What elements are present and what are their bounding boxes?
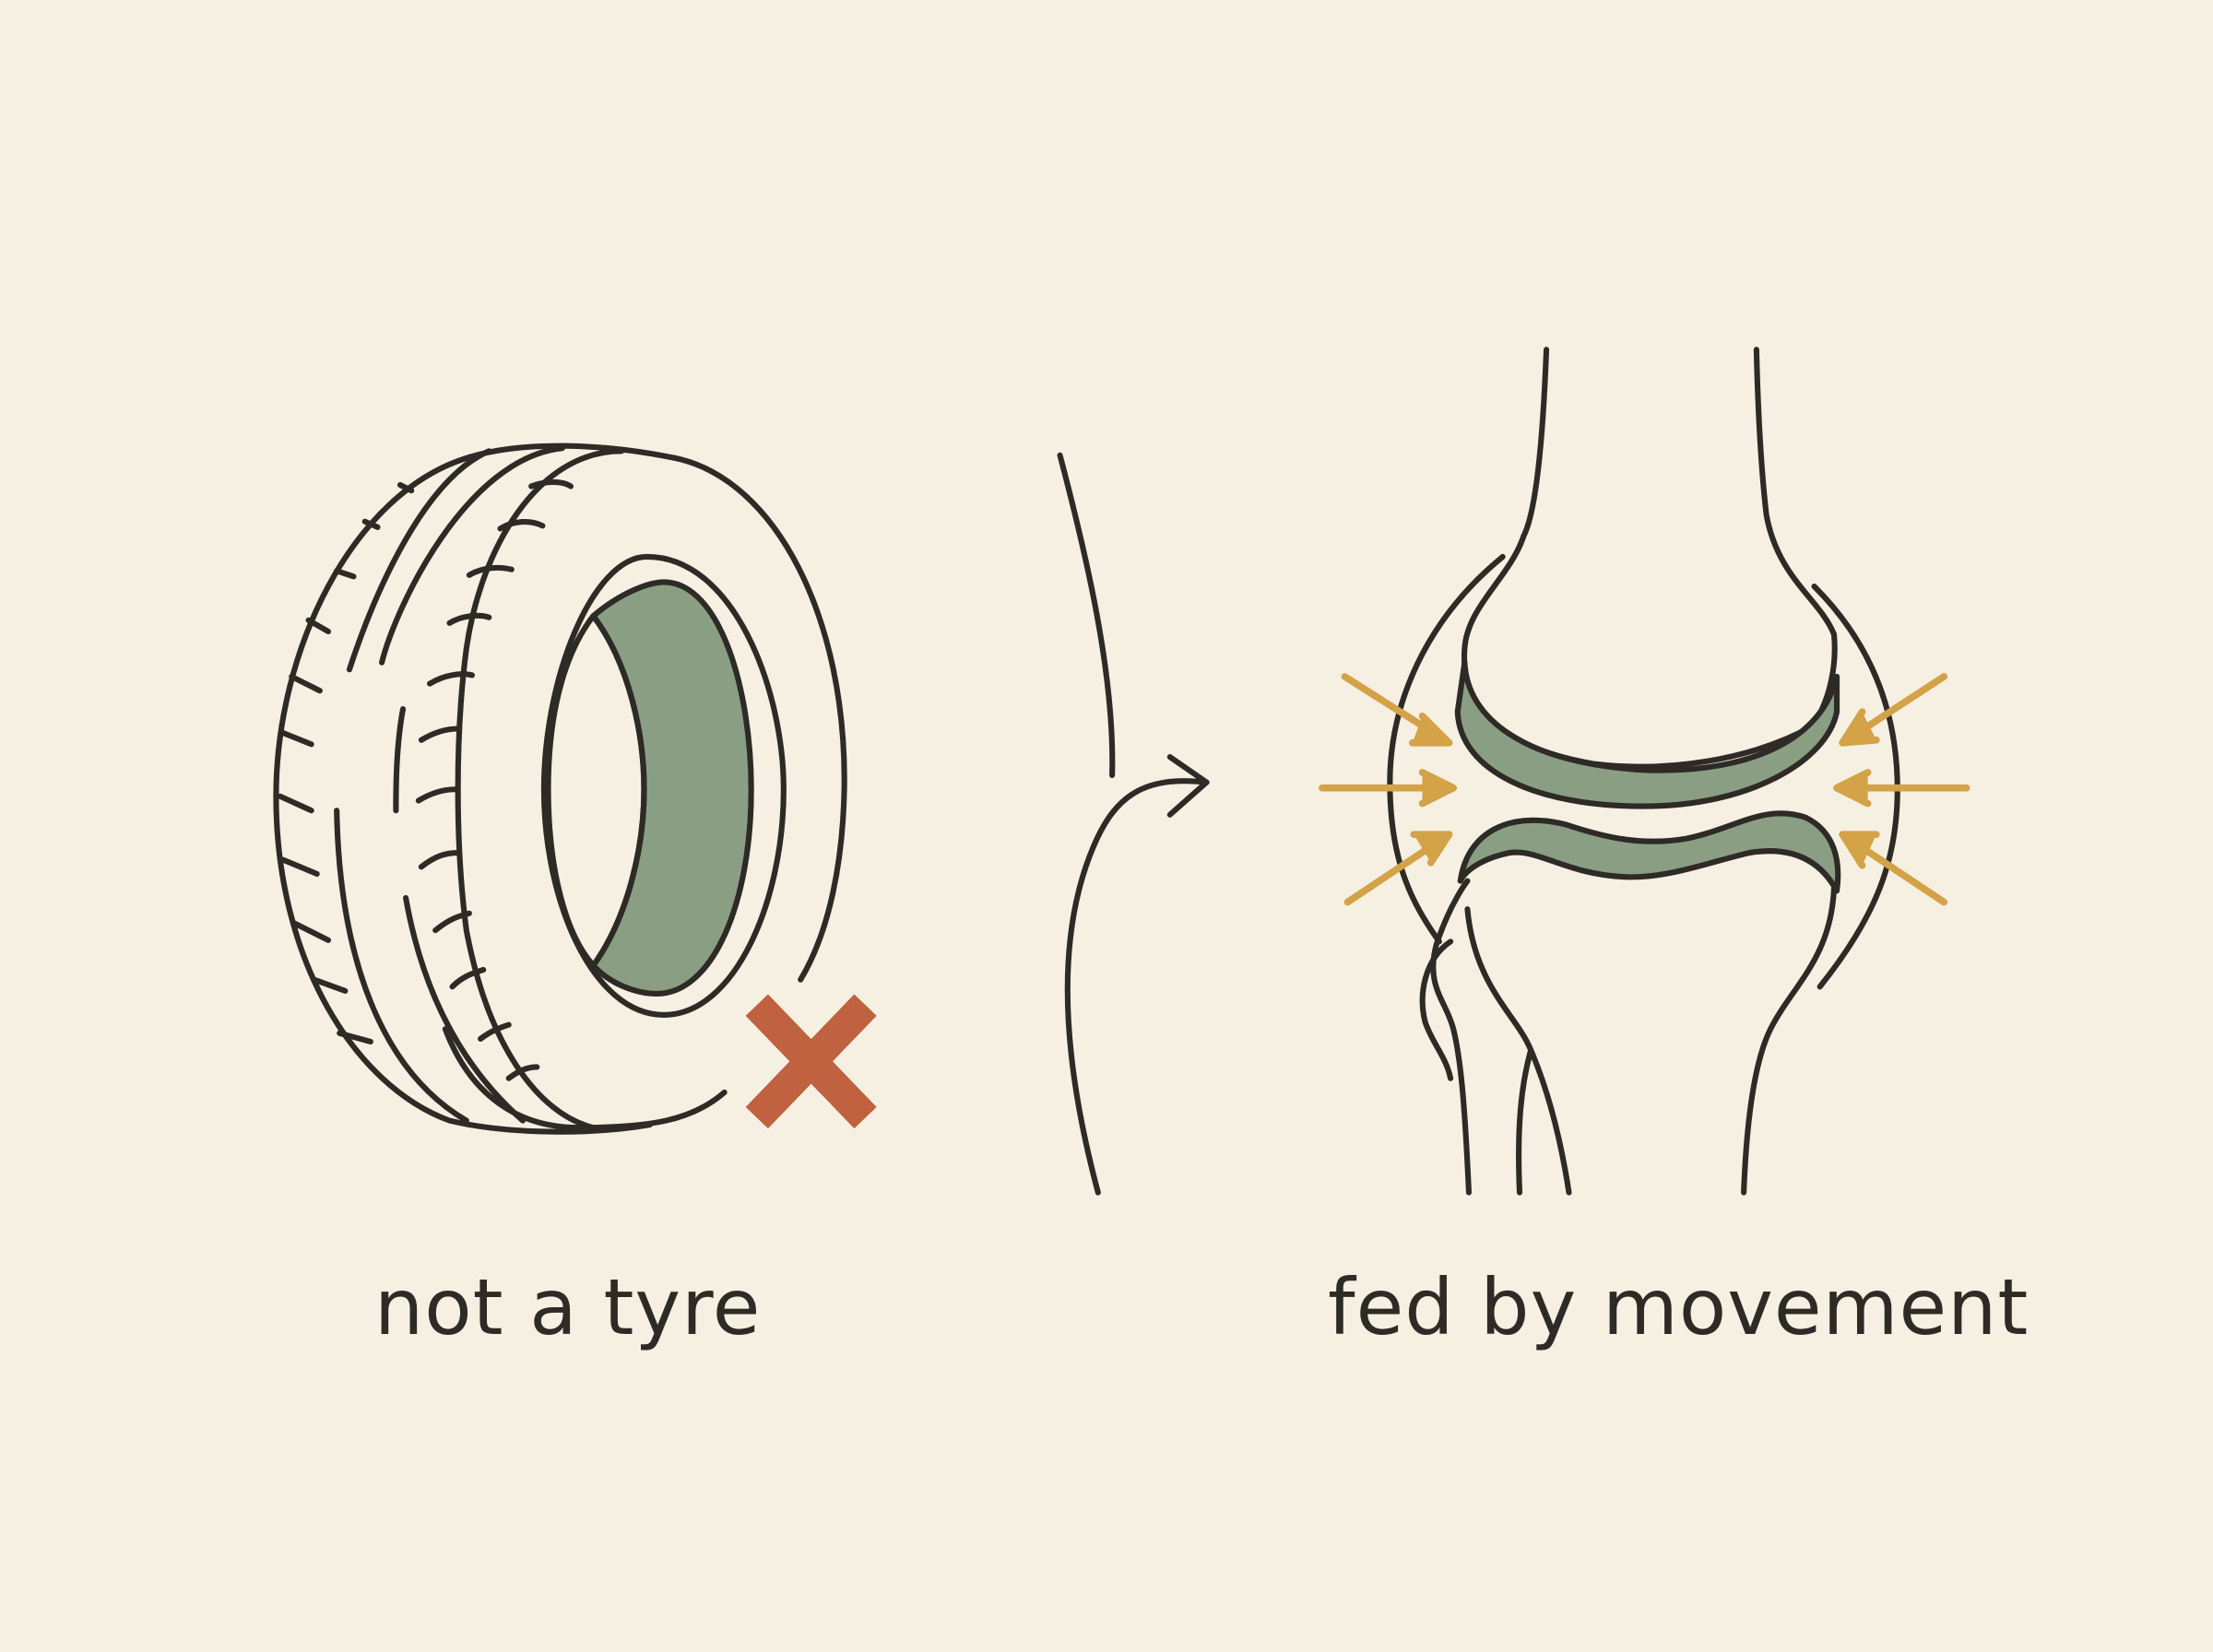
tyre-hub-fill xyxy=(590,579,754,997)
limb-lower-curve xyxy=(1064,778,1210,1196)
inward-arrow-icon xyxy=(1319,769,1457,808)
tibia-cartilage xyxy=(1457,810,1841,894)
joint-capsule-left xyxy=(1387,553,1506,945)
femur-cartilage xyxy=(1454,659,1840,809)
tyre-front-outline xyxy=(672,454,847,983)
tibia-right xyxy=(1741,885,1838,1196)
inward-arrow-icon xyxy=(1839,831,1948,906)
inward-arrow-icon xyxy=(1833,769,1970,808)
tyre-groove-2 xyxy=(393,706,407,814)
cross-mark-icon xyxy=(745,994,877,1129)
curved-arrow-icon xyxy=(1057,452,1210,1196)
tyre-tread-line-mid-lower xyxy=(334,808,469,1124)
tibia-outline xyxy=(1430,878,1473,1196)
limb-upper-line xyxy=(1057,452,1116,779)
femur-outline xyxy=(1461,347,1838,770)
arrow-head xyxy=(1166,754,1210,818)
tyre-groove-1 xyxy=(346,448,492,673)
inward-arrow-icon xyxy=(1839,673,1948,747)
caption-fed-by-movement: fed by movement xyxy=(1328,1262,2030,1352)
inward-arrow-icon xyxy=(1343,831,1453,906)
tyre-groove-3 xyxy=(403,894,527,1124)
tyre-tread-line-mid xyxy=(379,445,565,666)
fibula-inner xyxy=(1516,1047,1534,1196)
tyre-tread-line-inner xyxy=(455,448,625,1131)
tyre-tread-notches xyxy=(277,478,574,1081)
fibula-outline xyxy=(1419,938,1454,1081)
inward-arrow-icon xyxy=(1341,673,1453,747)
tyre-front-bottom xyxy=(442,1026,728,1131)
tyre-icon xyxy=(273,442,847,1135)
pressure-arrows xyxy=(1319,673,1970,906)
caption-not-a-tyre: not a tyre xyxy=(374,1262,762,1352)
knee-joint-icon xyxy=(1387,347,1900,1196)
tyre-hub-inner xyxy=(545,613,647,969)
tyre-back-outline xyxy=(273,442,679,1135)
tyre-rim-outer xyxy=(540,553,787,1018)
